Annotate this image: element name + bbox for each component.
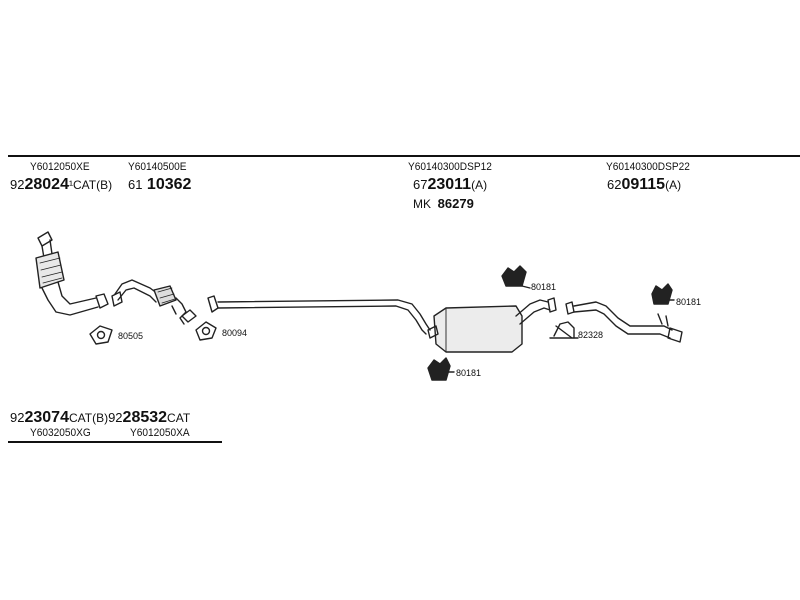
part-suffix: (A) (471, 178, 488, 192)
code-y6012050xe: Y6012050XE (30, 161, 90, 173)
label-80181-bottom: 80181 (456, 368, 482, 378)
part-23011: 6723011(A) (413, 177, 487, 193)
gasket-80094 (195, 295, 219, 341)
code-y6032050xg: Y6032050XG (30, 427, 91, 439)
code-y60140500e: Y60140500E (128, 161, 187, 173)
part-28024: 9228024¹CAT(B) (10, 177, 112, 193)
part-prefix: 61 (128, 177, 143, 192)
label-80181-top: 80181 (531, 282, 557, 292)
part-10362: 61 10362 (128, 177, 191, 193)
part-prefix: 67 (413, 177, 428, 192)
part-suffix: (A) (665, 178, 682, 192)
part-main: 23074 (24, 409, 69, 426)
label-80181-right: 80181 (676, 297, 702, 307)
rubber-mount-80181-top (501, 265, 531, 289)
tail-pipe-part (565, 301, 683, 343)
label-82328: 82328 (578, 330, 604, 340)
part-prefix: 92 (10, 177, 25, 192)
part-prefix: 92 (108, 410, 123, 425)
part-suffix: CAT (167, 411, 191, 425)
part-23074-28532: 9223074CAT(B)9228532CAT (10, 410, 190, 426)
front-pipe-part (111, 279, 197, 325)
part-suffix: ¹CAT(B) (68, 178, 113, 192)
part-main: 09115 (621, 176, 666, 193)
rear-silencer-part (427, 297, 557, 353)
rubber-mount-80181-right (651, 283, 675, 305)
part-prefix: 62 (607, 177, 622, 192)
code-y60140300dsp22: Y60140300DSP22 (606, 161, 690, 173)
mk-kit-number: MK 86279 (413, 196, 474, 211)
mk-prefix: MK (413, 197, 431, 211)
top-rule (8, 155, 800, 157)
code-y6012050xa: Y6012050XA (130, 427, 190, 439)
catalytic-converter-part (35, 231, 109, 316)
part-09115: 6209115(A) (607, 177, 681, 193)
part-suffix: CAT(B) (68, 411, 109, 425)
part-main: 23011 (427, 176, 472, 193)
middle-pipe-part (217, 299, 431, 335)
part-main: 28024 (24, 176, 69, 193)
bottom-rule (8, 441, 222, 443)
label-80505: 80505 (118, 331, 144, 341)
part-main: 10362 (146, 176, 192, 193)
gasket-80505 (89, 325, 113, 345)
clamp-82328 (549, 321, 579, 339)
label-80094: 80094 (222, 328, 248, 338)
part-prefix: 92 (10, 410, 25, 425)
mk-number: 86279 (437, 196, 474, 211)
rubber-mount-80181-bottom (427, 357, 455, 381)
code-y60140300dsp12: Y60140300DSP12 (408, 161, 492, 173)
part-main: 28532 (122, 409, 168, 426)
